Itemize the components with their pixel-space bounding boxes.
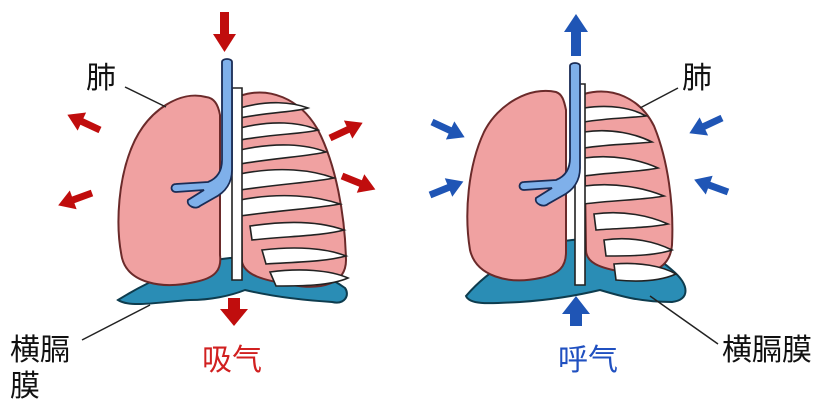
leader-diaphragm-exhale [650, 296, 718, 344]
arrow-down-icon [213, 12, 236, 52]
leader-lung-exhale [640, 88, 678, 108]
arrow-out-icon [326, 114, 367, 147]
inhale-lungs [118, 59, 348, 304]
sternum-inhale [232, 88, 242, 280]
diaphragm-label-inhale-line1: 横膈 [10, 336, 70, 366]
arrow-in-icon [426, 172, 467, 204]
lung-label-inhale: 肺 [86, 64, 116, 94]
arrow-out-icon [55, 184, 96, 215]
leader-lung-inhale [125, 87, 166, 107]
diaphragm-label-inhale-line2: 膜 [10, 372, 40, 402]
arrow-in-icon [685, 109, 726, 142]
leader-diaphragm-inhale [82, 305, 150, 340]
exhale-caption: 呼气 [558, 346, 618, 376]
arrow-in-icon [428, 113, 469, 146]
lung-label-exhale: 肺 [682, 64, 712, 94]
arrow-in-icon [691, 170, 732, 201]
arrow-down-icon [220, 298, 248, 326]
arrow-out-icon [63, 106, 104, 139]
arrow-out-icon [338, 167, 379, 199]
diaphragm-label-exhale: 横膈膜 [722, 336, 812, 366]
arrow-up-icon [562, 296, 590, 326]
exhale-lungs [466, 63, 686, 303]
arrow-up-icon [564, 14, 588, 56]
inhale-caption: 吸气 [202, 346, 262, 376]
